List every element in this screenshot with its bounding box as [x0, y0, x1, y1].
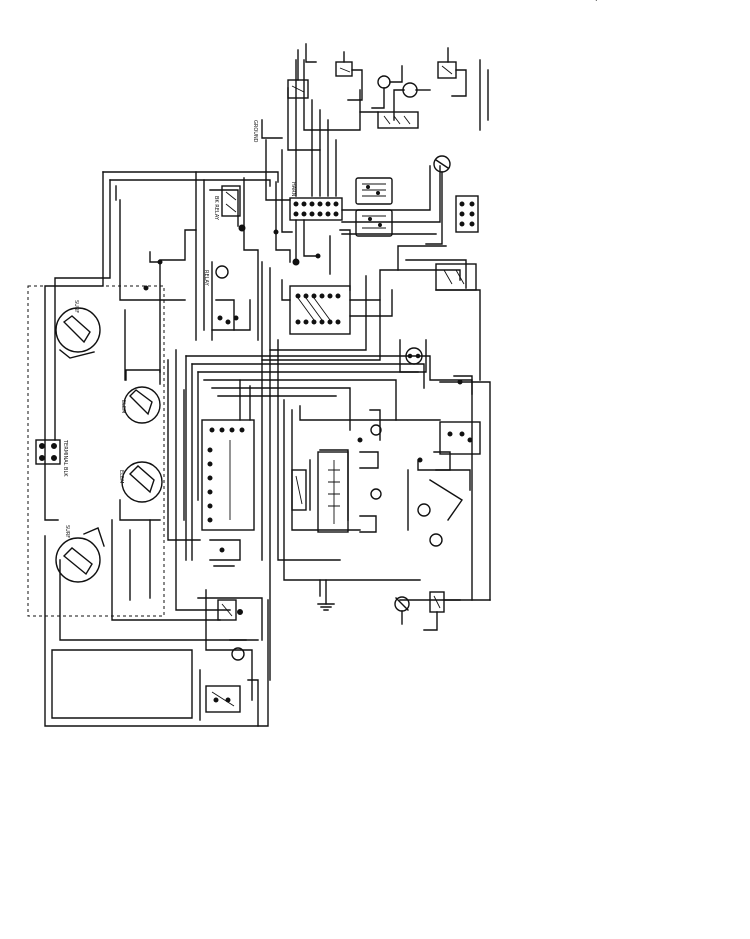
svg-text:ELEM: ELEM	[120, 400, 126, 413]
display-panel	[355, 177, 393, 205]
harness-center	[185, 245, 491, 681]
harness-outer	[44, 171, 279, 727]
motor-icon	[371, 65, 403, 109]
switch-icon	[423, 591, 461, 631]
switch-icon	[317, 451, 349, 533]
relay-lower	[197, 539, 263, 701]
svg-text:ELEM: ELEM	[118, 470, 124, 483]
corner-mark: '	[595, 0, 598, 8]
motor-icon	[393, 82, 431, 121]
connector-dots	[143, 229, 423, 463]
svg-text:SURF: SURF	[73, 300, 79, 313]
harness-left-bus	[111, 199, 231, 621]
svg-text:BK RELAY: BK RELAY	[213, 196, 219, 221]
svg-text:TERMINAL BLK: TERMINAL BLK	[62, 439, 68, 477]
svg-text:HARN: HARN	[290, 182, 296, 197]
relay-bottom	[199, 639, 259, 727]
door-lock-icon	[359, 409, 382, 533]
burner-element-icon: SURF	[55, 525, 105, 583]
motor-icon	[394, 596, 410, 625]
terminal-block-icon	[455, 195, 479, 233]
svg-text:GROUND: GROUND	[252, 120, 258, 143]
terminal-block-icon	[289, 285, 351, 335]
switch-icon	[335, 51, 363, 101]
harness-top: HARN GROUND	[252, 59, 441, 291]
light-bulb-icon	[399, 339, 427, 373]
burner-element-icon: ELEM	[120, 369, 161, 424]
terminal-block-icon: TERMINAL BLK	[35, 439, 68, 477]
terminal-block-icon	[359, 111, 419, 129]
burner-element-icon: SURF	[55, 300, 101, 359]
dashed-enclosure	[27, 285, 165, 617]
control-board	[201, 419, 255, 531]
switch-icon	[291, 469, 307, 511]
relay-upper: BK RELAY	[195, 171, 259, 341]
terminal-block-icon	[289, 197, 343, 221]
burner-element-icon: ELEM	[118, 461, 163, 521]
svg-text:RELAY: RELAY	[203, 270, 209, 287]
display-panel	[355, 209, 393, 237]
relay-middle: RELAY	[149, 251, 251, 341]
motor-icon	[425, 155, 451, 245]
ground-symbol	[317, 579, 335, 611]
switch-icon	[287, 43, 317, 99]
door-lock-icon	[407, 421, 481, 547]
switch-icon	[437, 47, 467, 97]
switch-icon	[453, 375, 473, 395]
svg-text:SURF: SURF	[64, 525, 70, 538]
diagram-title-block	[479, 59, 489, 131]
terminal-block-icon	[435, 263, 477, 291]
